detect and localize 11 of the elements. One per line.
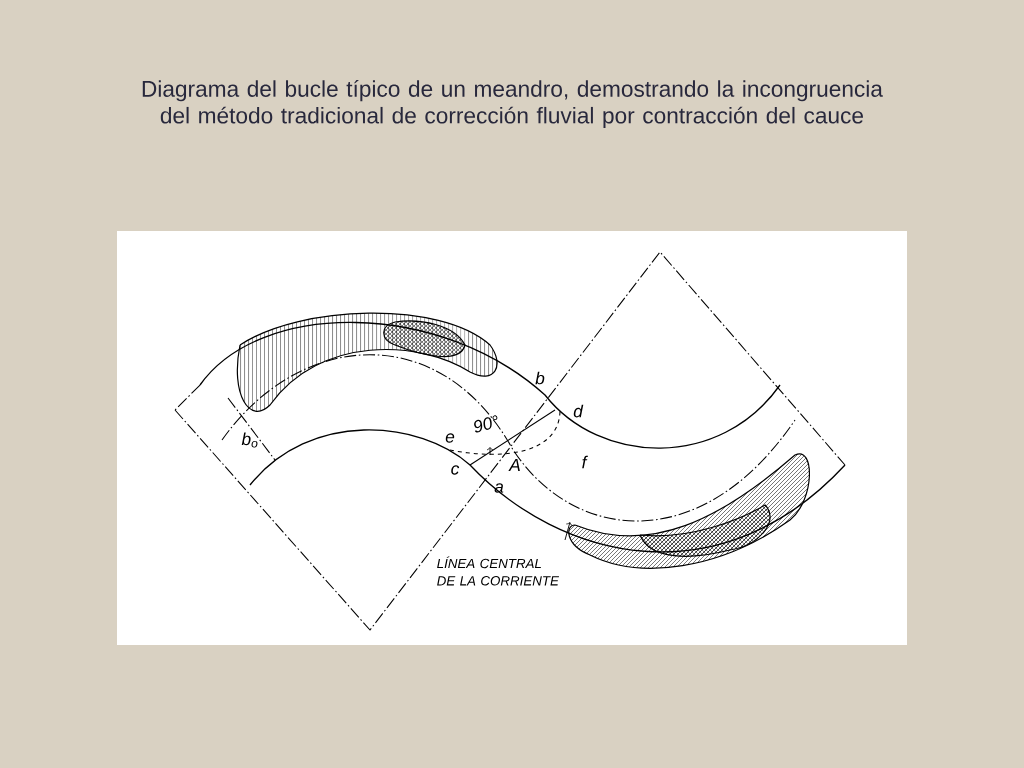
- title: Diagrama del bucle típico de un meandro, demostrando la incongruencia del método tradicional de corrección fluvial por contracción del cauce: [142, 80, 883, 129]
- point-label: 90°: [474, 415, 498, 433]
- point-label: c: [451, 465, 460, 475]
- point-label: e: [445, 433, 455, 443]
- point-label: b: [535, 371, 545, 385]
- point-label: f: [582, 455, 588, 469]
- point-label: A: [508, 459, 520, 471]
- point-label: b$_{o}$: [241, 432, 258, 448]
- axis-label: LÍNEA CENTRAL DE LA CORRIENTE: [437, 556, 559, 586]
- point-label: a: [494, 483, 504, 493]
- point-label: d: [573, 404, 584, 418]
